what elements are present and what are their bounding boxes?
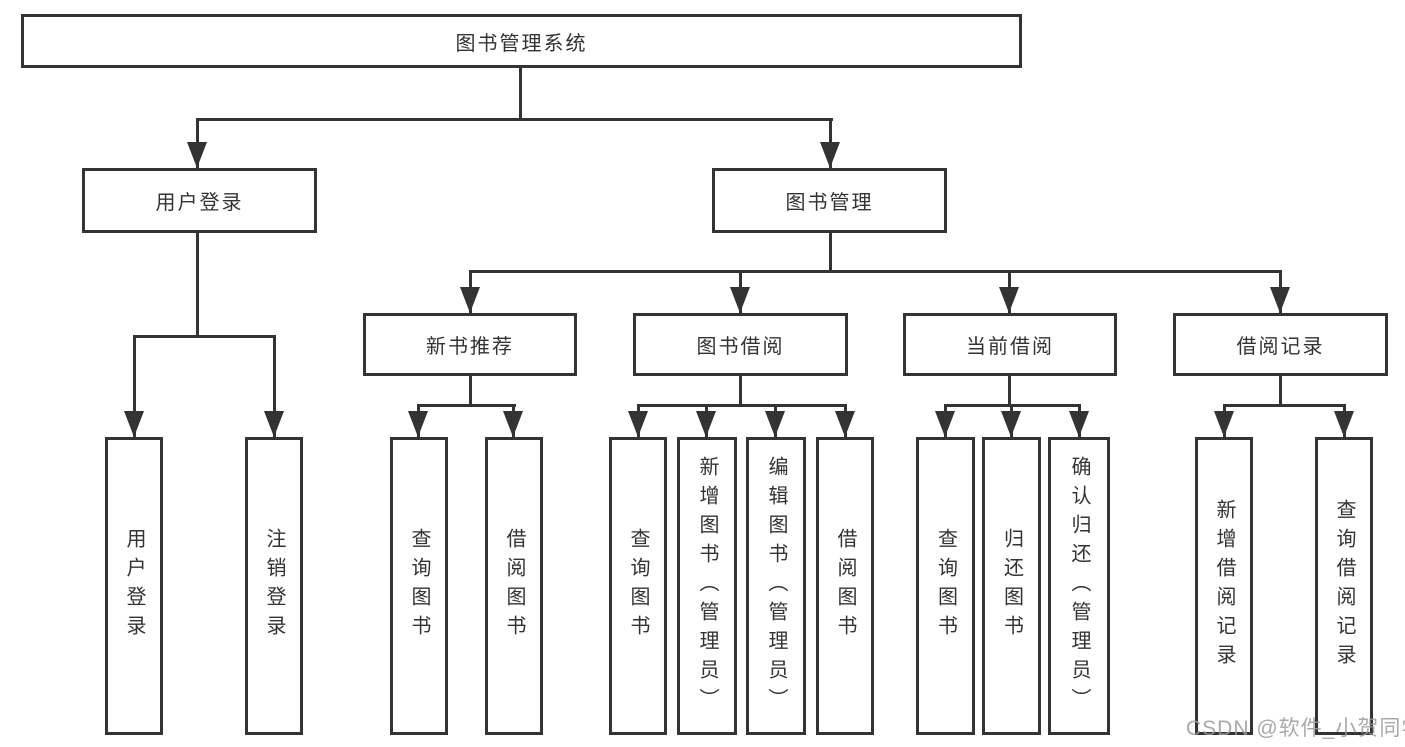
connector-drop bbox=[273, 337, 276, 437]
leaf-query-books-recommend: 查询图书 bbox=[390, 437, 448, 735]
leaf-label: 注销登录 bbox=[263, 528, 285, 644]
leaf-add-borrow-record: 新增借阅记录 bbox=[1195, 437, 1253, 735]
leaf-borrow-books: 借阅图书 bbox=[816, 437, 874, 735]
leaf-label: 借阅图书 bbox=[503, 528, 525, 644]
node-label: 借阅记录 bbox=[1236, 336, 1325, 358]
arrow-down-icon bbox=[730, 287, 750, 313]
node-current-borrowing: 当前借阅 bbox=[903, 313, 1117, 376]
leaf-logout: 注销登录 bbox=[245, 437, 303, 735]
arrow-down-icon bbox=[1270, 287, 1290, 313]
arrow-down-icon bbox=[1214, 411, 1234, 437]
node-label: 新书推荐 bbox=[426, 336, 514, 358]
leaf-label: 查询图书 bbox=[627, 528, 649, 644]
arrow-down-icon bbox=[696, 411, 716, 437]
arrow-down-icon bbox=[820, 142, 840, 168]
connector-book-mgmt-stem bbox=[829, 232, 832, 273]
leaf-query-books-borrowing: 查询图书 bbox=[609, 437, 667, 735]
leaf-query-books-current: 查询图书 bbox=[916, 437, 975, 735]
connector-level2-rail bbox=[196, 118, 833, 121]
leaf-label: 新增图书（管理员） bbox=[696, 455, 718, 717]
connector-root-stem bbox=[519, 67, 522, 121]
node-borrowing-records: 借阅记录 bbox=[1173, 313, 1388, 376]
connector-stem bbox=[1279, 375, 1282, 406]
node-label: 图书管理系统 bbox=[455, 32, 588, 55]
node-label: 图书借阅 bbox=[696, 336, 785, 358]
leaf-borrow-books-recommend: 借阅图书 bbox=[485, 437, 543, 735]
arrow-down-icon bbox=[460, 287, 480, 313]
leaf-label: 借阅图书 bbox=[834, 528, 856, 644]
node-label: 图书管理 bbox=[785, 192, 874, 214]
leaf-label: 确认归还（管理员） bbox=[1068, 455, 1090, 717]
connector-child-rail bbox=[1223, 404, 1346, 407]
connector-child-rail bbox=[637, 404, 847, 407]
node-book-borrowing: 图书借阅 bbox=[633, 313, 848, 376]
arrow-down-icon bbox=[408, 411, 428, 437]
node-new-book-recommendation: 新书推荐 bbox=[363, 313, 577, 376]
connector-level3-rail bbox=[469, 270, 1282, 273]
connector-child-rail bbox=[944, 404, 1081, 407]
leaf-label: 查询图书 bbox=[934, 528, 957, 644]
leaf-label: 编辑图书（管理员） bbox=[765, 455, 787, 717]
arrow-down-icon bbox=[765, 411, 785, 437]
node-label: 当前借阅 bbox=[966, 336, 1054, 358]
connector-stem bbox=[1008, 375, 1011, 406]
connector-child-rail bbox=[417, 404, 516, 407]
arrow-down-icon bbox=[835, 411, 855, 437]
arrow-down-icon bbox=[264, 411, 284, 437]
connector-stem bbox=[469, 375, 472, 406]
connector-user-login-stem bbox=[196, 232, 199, 337]
arrow-down-icon bbox=[124, 411, 144, 437]
arrow-down-icon bbox=[1334, 411, 1354, 437]
arrow-down-icon bbox=[503, 411, 523, 437]
node-label: 用户登录 bbox=[155, 192, 244, 214]
csdn-watermark: CSDN @软件_小贺同学 bbox=[1186, 717, 1405, 740]
arrow-down-icon bbox=[187, 142, 207, 168]
arrow-down-icon bbox=[935, 411, 955, 437]
connector-user-login-rail bbox=[133, 335, 276, 338]
connector-drop bbox=[133, 337, 136, 437]
arrow-down-icon bbox=[999, 287, 1019, 313]
leaf-confirm-return-admin: 确认归还（管理员） bbox=[1048, 437, 1110, 735]
leaf-add-books-admin: 新增图书（管理员） bbox=[677, 437, 737, 735]
leaf-label: 用户登录 bbox=[123, 528, 145, 644]
leaf-return-books: 归还图书 bbox=[982, 437, 1041, 735]
arrow-down-icon bbox=[628, 411, 648, 437]
leaf-edit-books-admin: 编辑图书（管理员） bbox=[746, 437, 806, 735]
arrow-down-icon bbox=[1069, 411, 1089, 437]
leaf-query-borrow-record: 查询借阅记录 bbox=[1315, 437, 1373, 735]
leaf-label: 查询借阅记录 bbox=[1333, 499, 1355, 673]
leaf-label: 查询图书 bbox=[408, 528, 430, 644]
leaf-label: 新增借阅记录 bbox=[1213, 499, 1235, 673]
connector-stem bbox=[739, 375, 742, 406]
leaf-user-login: 用户登录 bbox=[105, 437, 163, 735]
leaf-label: 归还图书 bbox=[1000, 528, 1023, 644]
node-book-management: 图书管理 bbox=[712, 168, 947, 233]
node-library-management-system: 图书管理系统 bbox=[21, 14, 1022, 68]
node-user-login: 用户登录 bbox=[82, 168, 317, 233]
arrow-down-icon bbox=[1001, 411, 1021, 437]
